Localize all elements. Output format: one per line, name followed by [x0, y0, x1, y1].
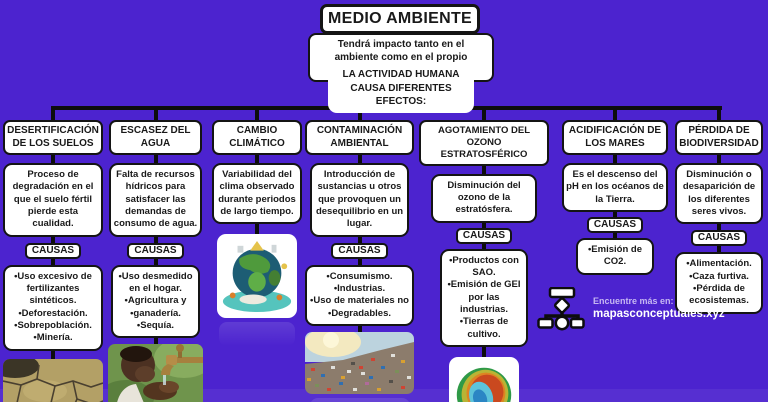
- cracked-dry-soil-image: [3, 358, 103, 402]
- causes-list: •Uso desmedido en el hogar. •Agricultura…: [110, 264, 201, 339]
- causes-list: •Productos con SAO. •Emisión de GEI por …: [439, 248, 529, 348]
- causes-list: •Uso excesivo de fertilizantes sintético…: [3, 264, 103, 351]
- branch-title: DESERTIFICACIÓN DE LOS SUELOS: [3, 120, 103, 155]
- connector-line: [153, 155, 158, 163]
- causas-badge: CAUSAS: [455, 227, 513, 244]
- branch-cambio-climatico: CAMBIO CLIMÁTICO Variabilidad del clima …: [212, 106, 302, 347]
- causes-list: •Emisión de CO2.: [575, 238, 655, 275]
- connector-line: [153, 106, 158, 120]
- branch-title: AGOTAMIENTO DEL OZONO ESTRATOSFÉRICO: [419, 120, 549, 166]
- ozone-hole-satellite-map: [449, 357, 519, 402]
- connector-line: [482, 165, 486, 174]
- connector-line: [255, 106, 259, 120]
- intro-box: LA ACTIVIDAD HUMANA CAUSA DIFERENTES EFE…: [328, 64, 474, 113]
- connector-line: [153, 338, 158, 345]
- connector-line: [153, 236, 158, 243]
- image-reflection: [219, 322, 295, 347]
- footer-site-link[interactable]: mapasconceptuales.xyz: [593, 308, 725, 321]
- footer-more-text: Encuentre más en:: [593, 296, 674, 307]
- causas-badge: CAUSAS: [127, 242, 184, 259]
- causas-badge: CAUSAS: [24, 242, 82, 259]
- connector-line: [51, 236, 55, 243]
- landfill-pollution-image: [305, 332, 414, 395]
- branch-description: Disminución del ozono de la estratósfera…: [430, 173, 538, 223]
- connector-line: [482, 347, 486, 358]
- connector-line: [51, 155, 55, 163]
- connector-line: [717, 106, 721, 120]
- child-drinking-from-tap-image: [108, 344, 203, 402]
- causas-badge: CAUSAS: [331, 242, 388, 259]
- branch-description: Proceso de degradación en el que el suel…: [3, 163, 103, 237]
- branch-desertificacion: DESERTIFICACIÓN DE LOS SUELOS Proceso de…: [3, 106, 103, 402]
- connector-line: [717, 246, 721, 253]
- branch-acidificacion-mares: ACIDIFICACIÓN DE LOS MARES Es el descens…: [562, 106, 668, 275]
- branch-description: Disminución o desaparición de los difere…: [675, 163, 763, 225]
- branch-title: CAMBIO CLIMÁTICO: [212, 120, 302, 155]
- connector-line: [613, 233, 617, 239]
- connector-line: [482, 106, 486, 120]
- connector-line: [717, 155, 721, 163]
- connector-line: [613, 155, 617, 163]
- branch-escasez-agua: ESCASEZ DEL AGUA Falta de recursos hídri…: [108, 106, 203, 402]
- connector-line: [255, 155, 259, 163]
- connector-line: [357, 155, 362, 163]
- causas-badge: CAUSAS: [586, 217, 644, 234]
- connector-line: [482, 243, 486, 249]
- causes-list: •Consumismo. •Industrias. •Uso de materi…: [305, 264, 414, 327]
- connector-line: [357, 258, 362, 265]
- branch-title: PÉRDIDA DE BIODIVERSIDAD: [675, 120, 763, 155]
- branch-description: Falta de recursos hídricos para satisfac…: [109, 163, 202, 237]
- connector-line: [357, 236, 362, 243]
- connector-line: [717, 224, 721, 231]
- connector-line: [51, 258, 55, 265]
- connector-line: [613, 212, 617, 218]
- branch-agotamiento-ozono: AGOTAMIENTO DEL OZONO ESTRATOSFÉRICO Dis…: [419, 106, 549, 402]
- branch-description: Es el descenso del pH en los océanos de …: [562, 163, 668, 213]
- causas-badge: CAUSAS: [690, 230, 748, 247]
- branch-title: ESCASEZ DEL AGUA: [109, 120, 202, 155]
- branch-title: ACIDIFICACIÓN DE LOS MARES: [562, 120, 668, 155]
- branch-contaminacion: CONTAMINACIÓN AMBIENTAL Introducción de …: [305, 106, 414, 402]
- branch-description: Variabilidad del clima observado durante…: [212, 163, 302, 225]
- page-title: MEDIO AMBIENTE: [320, 4, 480, 34]
- branch-perdida-biodiversidad: PÉRDIDA DE BIODIVERSIDAD Disminución o d…: [675, 106, 763, 314]
- branch-description: Introducción de sustancias u otros que p…: [310, 163, 409, 237]
- branch-title: CONTAMINACIÓN AMBIENTAL: [305, 120, 414, 155]
- connector-line: [51, 350, 55, 359]
- connector-line: [255, 224, 259, 235]
- flowchart-logo-icon: [537, 286, 585, 331]
- earth-climate-illustration: [217, 234, 297, 319]
- causes-list: •Alimentación. •Caza furtiva. •Pérdida d…: [675, 252, 763, 314]
- connector-line: [357, 106, 362, 120]
- watermark-footer: Encuentre más en: mapasconceptuales.xyz: [537, 286, 725, 331]
- connector-line: [153, 258, 158, 265]
- connector-line: [613, 106, 617, 120]
- connector-line: [482, 222, 486, 228]
- image-reflection: [309, 398, 410, 402]
- connector-line: [51, 106, 55, 120]
- connector-line: [357, 326, 362, 333]
